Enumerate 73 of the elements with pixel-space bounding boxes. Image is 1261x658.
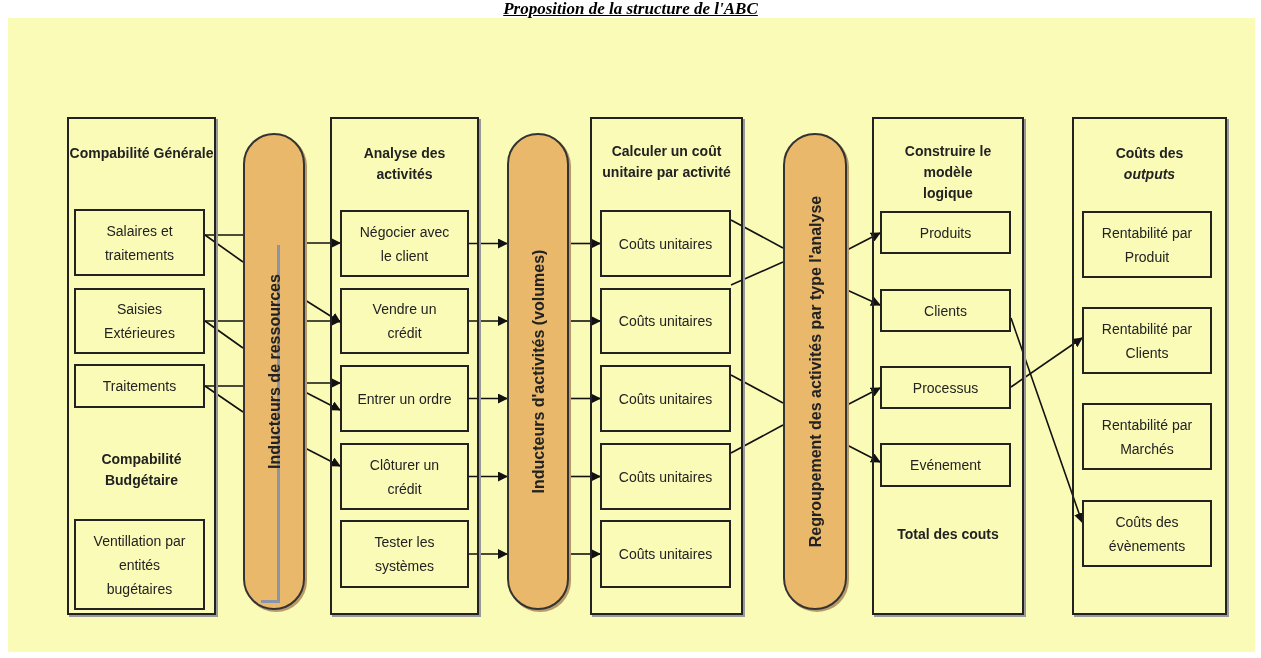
process-box: Salaires et traitements: [74, 209, 205, 276]
process-box: Processus: [880, 366, 1011, 409]
process-box: Négocier avec le client: [340, 210, 469, 277]
column-heading: Total des couts: [897, 525, 999, 544]
arrow: [304, 299, 341, 323]
process-box: Rentabilité par Produit: [1082, 211, 1212, 278]
connector-line: [204, 234, 244, 263]
driver-label: Regroupement des activités par type l'analyse: [805, 194, 825, 550]
process-box: Coûts unitaires: [600, 288, 731, 354]
driver-pill: [783, 133, 847, 610]
process-box: Produits: [880, 211, 1011, 254]
column-panel: [1072, 117, 1227, 615]
process-box: Vendre un crédit: [340, 288, 469, 354]
process-box: Clôturer un crédit: [340, 443, 469, 510]
driver-label: Inducteurs d'activités (volumes): [528, 248, 548, 496]
arrow: [846, 232, 881, 251]
column-heading: Construire le modèle logique: [903, 142, 993, 203]
process-box: Evénement: [880, 443, 1011, 487]
column-heading: Analyse des activités: [362, 144, 447, 184]
arrow: [568, 549, 601, 559]
arrow: [304, 447, 341, 467]
column-heading: Compabilité Budgétaire: [100, 450, 183, 490]
process-box: Coûts unitaires: [600, 365, 731, 432]
arrow: [568, 238, 601, 249]
arrow: [468, 393, 508, 404]
process-box: Coûts unitaires: [600, 210, 731, 277]
arrow: [568, 393, 601, 404]
connector-line: [730, 219, 784, 249]
arrow: [304, 316, 341, 326]
connector-line: [204, 385, 244, 387]
process-box: Coûts unitaires: [600, 520, 731, 588]
connector-line: [730, 261, 784, 286]
arrow: [1010, 337, 1083, 388]
process-box: Rentabilité par Marchés: [1082, 403, 1212, 470]
arrow: [846, 387, 881, 406]
connector-line: [730, 424, 784, 454]
arrow: [568, 471, 601, 482]
arrow: [468, 238, 508, 249]
arrow: [568, 316, 601, 326]
process-box: Coûts des évènements: [1082, 500, 1212, 567]
process-box: Ventillation par entités bugétaires: [74, 519, 205, 610]
arrow: [468, 471, 508, 482]
driver-pill: [507, 133, 569, 610]
driver-pill: [243, 133, 305, 610]
process-box: Clients: [880, 289, 1011, 332]
process-box: Traitements: [74, 364, 205, 408]
column-panel: [330, 117, 479, 615]
column-heading: Compabilité Générale: [69, 144, 214, 163]
column-heading: Calculer un coût unitaire par activité: [601, 142, 732, 182]
process-box: Tester les systèmes: [340, 520, 469, 588]
connector-line: [204, 234, 244, 236]
arrow: [846, 289, 881, 306]
arrow: [468, 316, 508, 326]
arrow: [304, 391, 341, 411]
process-box: Coûts unitaires: [600, 443, 731, 510]
connector-line: [204, 385, 244, 413]
column-panel: [872, 117, 1024, 615]
arrow: [846, 444, 881, 463]
process-box: Rentabilité par Clients: [1082, 307, 1212, 374]
column-panel: [67, 117, 216, 615]
arrow: [304, 238, 341, 248]
arrow: [468, 549, 508, 559]
title: Proposition de la structure de l'ABC: [502, 0, 759, 18]
column-panel: [590, 117, 743, 615]
column-heading: Coûts des outputs: [1114, 144, 1185, 184]
process-box: Entrer un ordre: [340, 365, 469, 432]
arrow: [304, 378, 341, 388]
connector-line: [730, 374, 784, 404]
arrow: [1010, 317, 1084, 523]
driver-label: Inducteurs de ressources: [264, 273, 284, 471]
connector-line: [204, 320, 244, 322]
connector-line: [204, 320, 244, 349]
process-box: Saisies Extérieures: [74, 288, 205, 354]
